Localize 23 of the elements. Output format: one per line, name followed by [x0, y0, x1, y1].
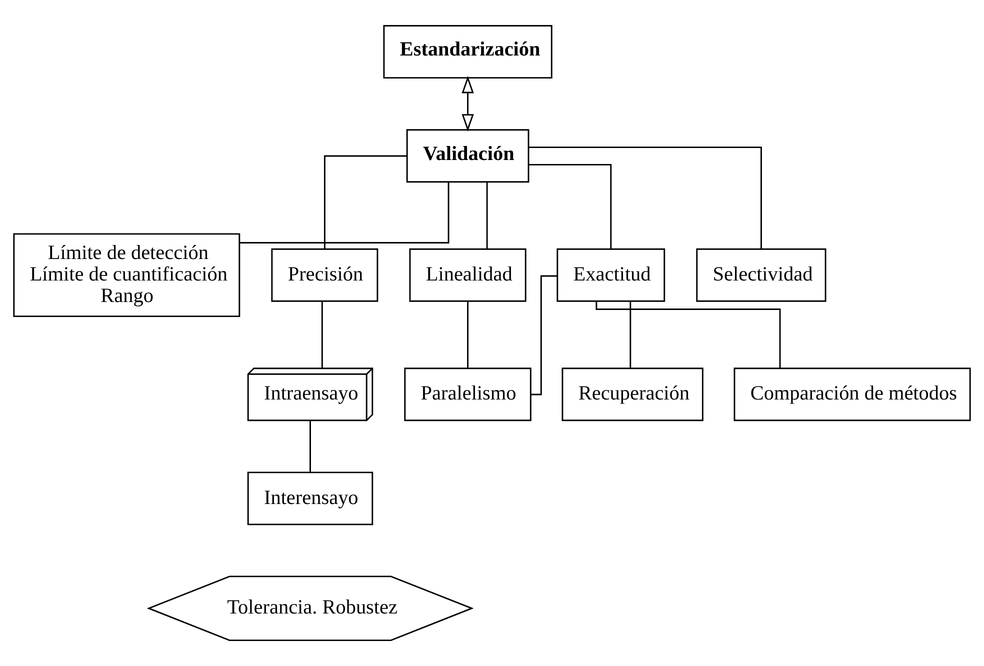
- connector: [486, 182, 488, 249]
- connector: [528, 164, 612, 249]
- connector: [310, 420, 311, 472]
- node-box: Comparación de métodos: [734, 368, 971, 422]
- connector: [321, 302, 323, 368]
- node-box: Precisión: [271, 248, 378, 302]
- connector: [630, 302, 632, 368]
- connector: [324, 155, 407, 249]
- connector: [596, 301, 781, 368]
- connector: [240, 182, 450, 244]
- node-box: Linealidad: [409, 248, 526, 302]
- node-box: Validación: [406, 129, 530, 183]
- connector: [528, 146, 762, 249]
- node-box: Estandarización: [383, 25, 552, 79]
- node-box: Selectividad: [696, 248, 826, 302]
- connector: [467, 302, 469, 368]
- node-box: Límite de detección Límite de cuantificación Rango: [13, 233, 240, 318]
- node-box: Exactitud: [556, 248, 666, 302]
- node-box: Recuperación: [562, 368, 704, 422]
- connector: [530, 275, 558, 396]
- node-box: Paralelismo: [404, 368, 532, 422]
- node-box: Interensayo: [247, 472, 374, 526]
- arrow: [462, 76, 474, 132]
